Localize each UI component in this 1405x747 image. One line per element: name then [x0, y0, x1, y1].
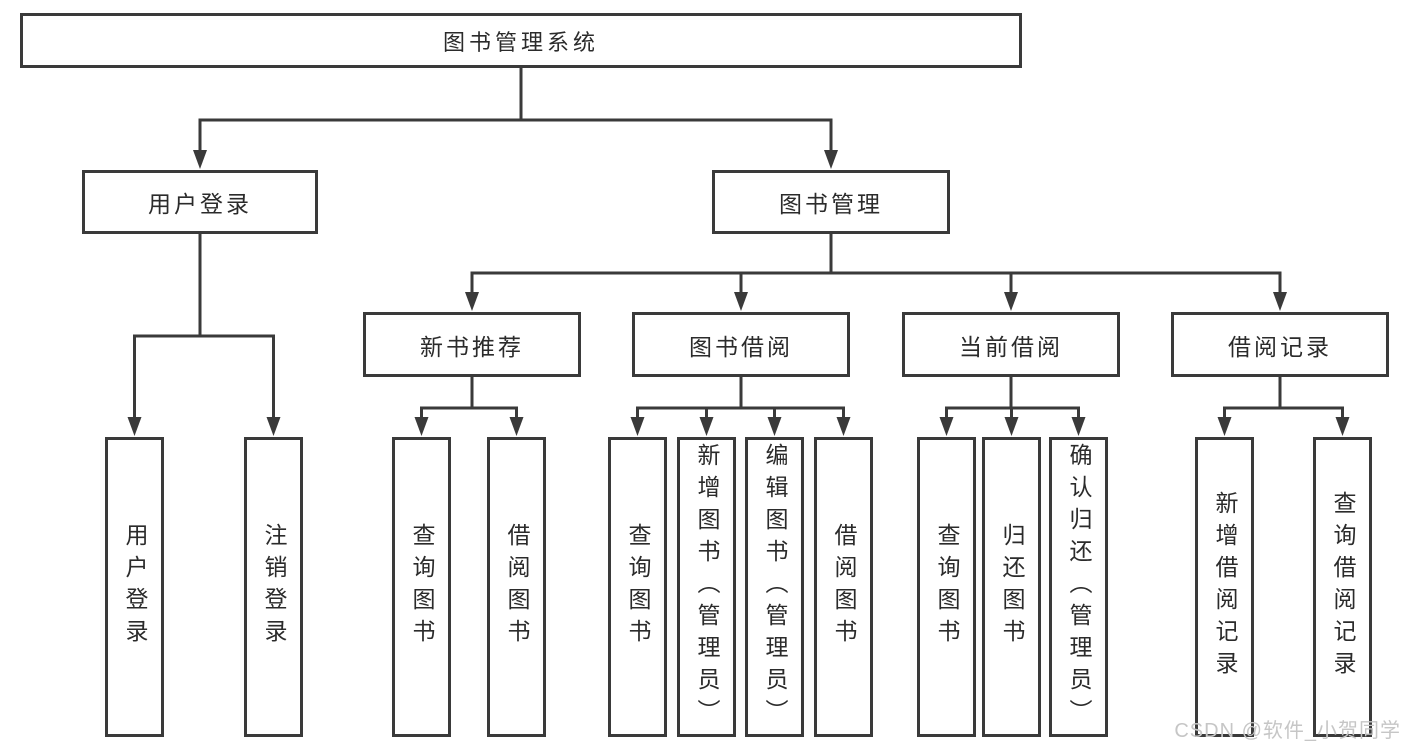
- connector-root-to-level2: [193, 66, 838, 169]
- node-library-management-system: 图书管理系统: [20, 13, 1022, 68]
- leaf-edit-books-admin: 编辑图书（管理员）: [745, 437, 804, 737]
- connector-userlogin-to-leaves: [127, 232, 281, 436]
- connector-bookborrow-to-leaves: [630, 375, 851, 436]
- leaf-user-login: 用户登录: [105, 437, 164, 737]
- leaf-query-books-borrow: 查询图书: [608, 437, 667, 737]
- leaf-logout: 注销登录: [244, 437, 303, 737]
- leaf-confirm-return-admin: 确认归还（管理员）: [1049, 437, 1108, 737]
- node-borrowing-records: 借阅记录: [1171, 312, 1389, 377]
- connector-newbookrec-to-leaves: [414, 375, 524, 436]
- node-book-borrowing: 图书借阅: [632, 312, 850, 377]
- node-user-login: 用户登录: [82, 170, 318, 234]
- leaf-add-books-admin: 新增图书（管理员）: [677, 437, 736, 737]
- connector-borrowrecord-to-leaves: [1217, 375, 1350, 436]
- node-new-book-recommendation: 新书推荐: [363, 312, 581, 377]
- leaf-borrow-books-recommend: 借阅图书: [487, 437, 546, 737]
- leaf-return-books: 归还图书: [982, 437, 1041, 737]
- leaf-query-books-current: 查询图书: [917, 437, 976, 737]
- node-book-management: 图书管理: [712, 170, 950, 234]
- csdn-watermark: CSDN @软件_小贺同学: [1174, 720, 1401, 742]
- leaf-borrow-books: 借阅图书: [814, 437, 873, 737]
- node-current-borrowing: 当前借阅: [902, 312, 1120, 377]
- leaf-query-borrow-record: 查询借阅记录: [1313, 437, 1372, 737]
- connector-currentborrow-to-leaves: [939, 375, 1086, 436]
- leaf-add-borrow-record: 新增借阅记录: [1195, 437, 1254, 737]
- leaf-query-books-recommend: 查询图书: [392, 437, 451, 737]
- connector-bookmgmt-to-level3: [465, 232, 1287, 311]
